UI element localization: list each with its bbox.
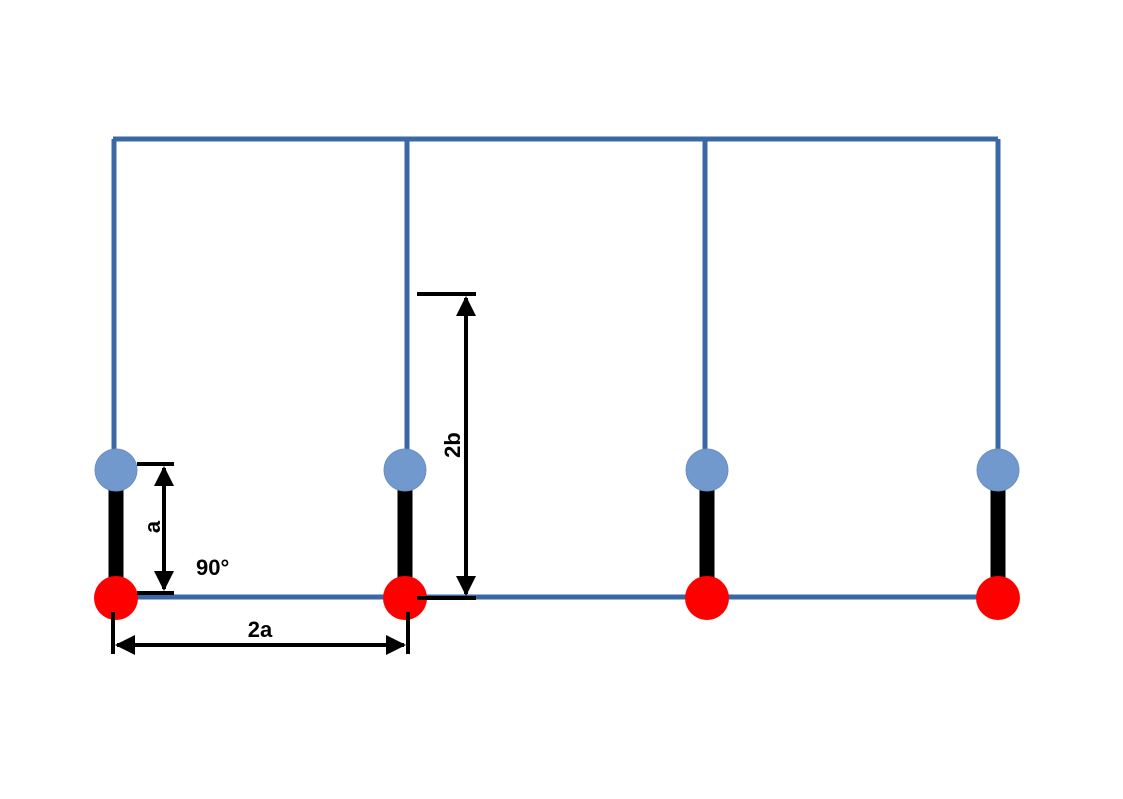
dimension-2a <box>111 612 410 655</box>
lower-nodes <box>94 576 1020 620</box>
dimension-a <box>137 462 174 595</box>
frame <box>111 136 1001 600</box>
dimension-a-label: a <box>140 520 165 533</box>
lower-node-3 <box>685 576 729 620</box>
upper-node-2 <box>383 448 427 492</box>
angle-label: 90° <box>196 555 229 580</box>
lower-node-2 <box>383 576 427 620</box>
links <box>108 470 1006 597</box>
upper-node-3 <box>685 448 729 492</box>
upper-node-1 <box>94 448 138 492</box>
lower-node-1 <box>94 576 138 620</box>
dimension-2b-label: 2b <box>440 432 465 458</box>
dimension-2b <box>417 292 476 600</box>
lower-node-4 <box>976 576 1020 620</box>
upper-nodes <box>94 448 1020 492</box>
dimension-2a-label: 2a <box>248 617 273 642</box>
upper-node-4 <box>976 448 1020 492</box>
